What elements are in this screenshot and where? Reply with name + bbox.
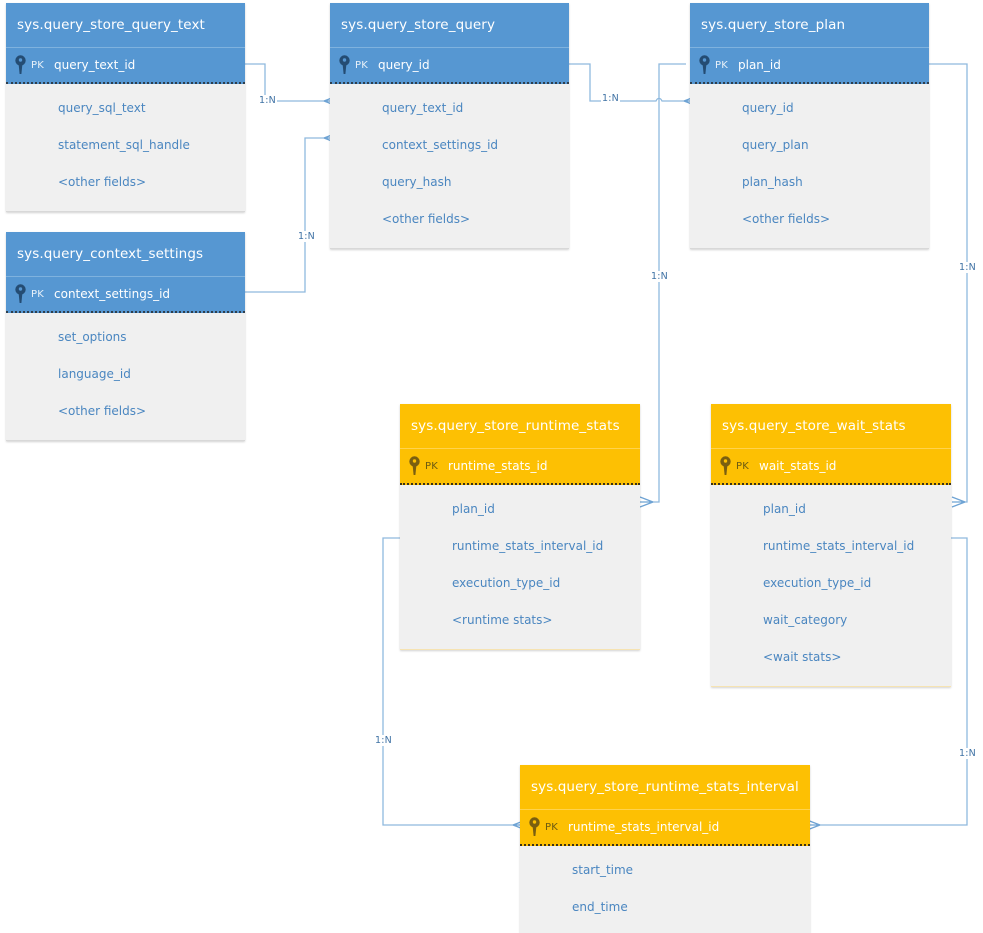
- entity-fields-wait-stats: plan_id runtime_stats_interval_id execut…: [711, 485, 951, 686]
- entity-table-interval[interactable]: sys.query_store_runtime_stats_interval P…: [520, 765, 810, 933]
- cardinality-plan-to-wait-stats: 1:N: [958, 262, 977, 273]
- cardinality-plan-to-runtime-stats: 1:N: [650, 271, 669, 282]
- field-row: query_sql_text: [58, 101, 146, 115]
- entity-pk-row-query[interactable]: PK query_id: [330, 48, 569, 84]
- field-row: <other fields>: [58, 404, 147, 418]
- pk-tag: PK: [31, 59, 44, 71]
- field-row: context_settings_id: [382, 138, 499, 152]
- entity-fields-query: query_text_id context_settings_id query_…: [330, 84, 569, 248]
- primary-key-icon: [400, 456, 434, 476]
- entity-pk-row-wait-stats[interactable]: PK wait_stats_id: [711, 449, 951, 485]
- field-row: start_time: [572, 863, 634, 877]
- pk-tag: PK: [545, 821, 558, 833]
- field-row: query_plan: [742, 138, 809, 152]
- entity-title-interval: sys.query_store_runtime_stats_interval: [520, 765, 810, 810]
- entity-fields-context-settings: set_options language_id <other fields>: [6, 313, 245, 440]
- field-row: statement_sql_handle: [58, 138, 190, 152]
- rel-context-to-query-line: [245, 137, 324, 293]
- field-row: query_id: [742, 101, 794, 115]
- primary-key-icon: [711, 456, 745, 476]
- entity-table-query-text[interactable]: sys.query_store_query_text PK query_text…: [6, 3, 245, 212]
- field-row: <runtime stats>: [452, 613, 553, 627]
- pk-field-name: wait_stats_id: [759, 459, 837, 473]
- pk-field-name: plan_id: [738, 58, 781, 72]
- pk-field-name: context_settings_id: [54, 287, 171, 301]
- pk-tag: PK: [355, 59, 368, 71]
- entity-fields-interval: start_time end_time: [520, 846, 810, 933]
- primary-key-icon: [6, 284, 40, 304]
- cardinality-interval-to-wait-stats: 1:N: [958, 748, 977, 759]
- entity-fields-query-text: query_sql_text statement_sql_handle <oth…: [6, 84, 245, 211]
- entity-title-wait-stats: sys.query_store_wait_stats: [711, 404, 951, 449]
- entity-title-runtime-stats: sys.query_store_runtime_stats: [400, 404, 640, 449]
- primary-key-icon: [6, 55, 40, 75]
- field-row: end_time: [572, 900, 628, 914]
- entity-pk-row-plan[interactable]: PK plan_id: [690, 48, 929, 84]
- pk-field-name: query_text_id: [54, 58, 136, 72]
- cardinality-query-to-plan: 1:N: [601, 93, 620, 104]
- rel-query-text-to-query-line: [245, 63, 324, 102]
- field-row: runtime_stats_interval_id: [452, 539, 604, 553]
- primary-key-icon: [330, 55, 364, 75]
- entity-pk-row-interval[interactable]: PK runtime_stats_interval_id: [520, 810, 810, 846]
- pk-field-name: query_id: [378, 58, 430, 72]
- field-row: runtime_stats_interval_id: [763, 539, 915, 553]
- field-row: <other fields>: [58, 175, 147, 189]
- rel-query-to-plan-hop: [654, 97, 684, 102]
- primary-key-icon: [690, 55, 724, 75]
- rel-plan-to-runtime-stats-line: [653, 63, 686, 503]
- field-row: <other fields>: [382, 212, 471, 226]
- pk-field-name: runtime_stats_interval_id: [568, 820, 720, 834]
- entity-table-query[interactable]: sys.query_store_query PK query_id query_…: [330, 3, 569, 249]
- entity-fields-plan: query_id query_plan plan_hash <other fie…: [690, 84, 929, 248]
- pk-tag: PK: [31, 288, 44, 300]
- pk-tag: PK: [736, 460, 749, 472]
- field-row: execution_type_id: [763, 576, 872, 590]
- primary-key-icon: [520, 817, 554, 837]
- field-row: query_hash: [382, 175, 452, 189]
- cardinality-context-to-query: 1:N: [297, 231, 316, 242]
- pk-field-name: runtime_stats_id: [448, 459, 548, 473]
- entity-pk-row-context-settings[interactable]: PK context_settings_id: [6, 277, 245, 313]
- field-row: plan_id: [763, 502, 806, 516]
- pk-tag: PK: [715, 59, 728, 71]
- cardinality-interval-to-runtime-stats: 1:N: [374, 735, 393, 746]
- entity-table-plan[interactable]: sys.query_store_plan PK plan_id query_id…: [690, 3, 929, 249]
- pk-tag: PK: [425, 460, 438, 472]
- field-row: set_options: [58, 330, 127, 344]
- entity-title-query-text: sys.query_store_query_text: [6, 3, 245, 48]
- entity-title-context-settings: sys.query_context_settings: [6, 232, 245, 277]
- entity-title-plan: sys.query_store_plan: [690, 3, 929, 48]
- field-row: plan_id: [452, 502, 495, 516]
- field-row: query_text_id: [382, 101, 464, 115]
- field-row: plan_hash: [742, 175, 803, 189]
- entity-title-query: sys.query_store_query: [330, 3, 569, 48]
- field-row: language_id: [58, 367, 131, 381]
- entity-table-wait-stats[interactable]: sys.query_store_wait_stats PK wait_stats…: [711, 404, 951, 687]
- entity-table-runtime-stats[interactable]: sys.query_store_runtime_stats PK runtime…: [400, 404, 640, 650]
- entity-pk-row-query-text[interactable]: PK query_text_id: [6, 48, 245, 84]
- field-row: <other fields>: [742, 212, 831, 226]
- entity-pk-row-runtime-stats[interactable]: PK runtime_stats_id: [400, 449, 640, 485]
- field-row: wait_category: [763, 613, 848, 627]
- field-row: <wait stats>: [763, 650, 842, 664]
- entity-table-context-settings[interactable]: sys.query_context_settings PK context_se…: [6, 232, 245, 441]
- cardinality-query-text-to-query: 1:N: [258, 95, 277, 106]
- entity-fields-runtime-stats: plan_id runtime_stats_interval_id execut…: [400, 485, 640, 649]
- field-row: execution_type_id: [452, 576, 561, 590]
